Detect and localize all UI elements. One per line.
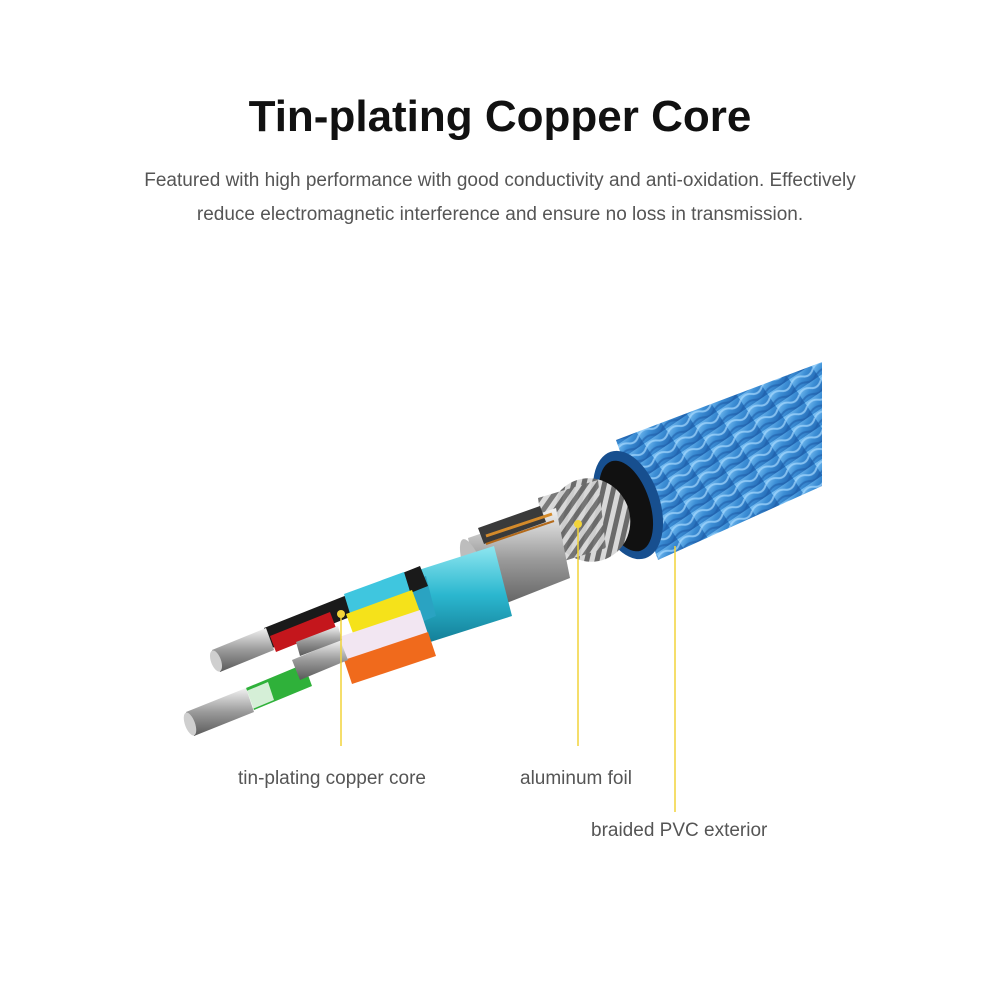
copper-strands [183, 626, 348, 736]
wire-cyan [344, 572, 412, 620]
description-line-2: reduce electromagnetic interference and … [196, 204, 804, 225]
wire-yellow [346, 590, 420, 636]
description-line-1: Featured with high performance with good… [144, 170, 856, 191]
label-braided-pvc-exterior: braided PVC exterior [591, 820, 768, 841]
wire-green [244, 664, 312, 710]
label-aluminum-foil: aluminum foil [520, 768, 632, 789]
label-tin-plating-copper-core: tin-plating copper core [238, 768, 426, 789]
wire-orange [344, 632, 436, 684]
callout-foil [574, 520, 582, 746]
callout-core [337, 610, 345, 746]
page-title: Tin-plating Copper Core [248, 92, 752, 141]
wire-white [336, 610, 428, 662]
